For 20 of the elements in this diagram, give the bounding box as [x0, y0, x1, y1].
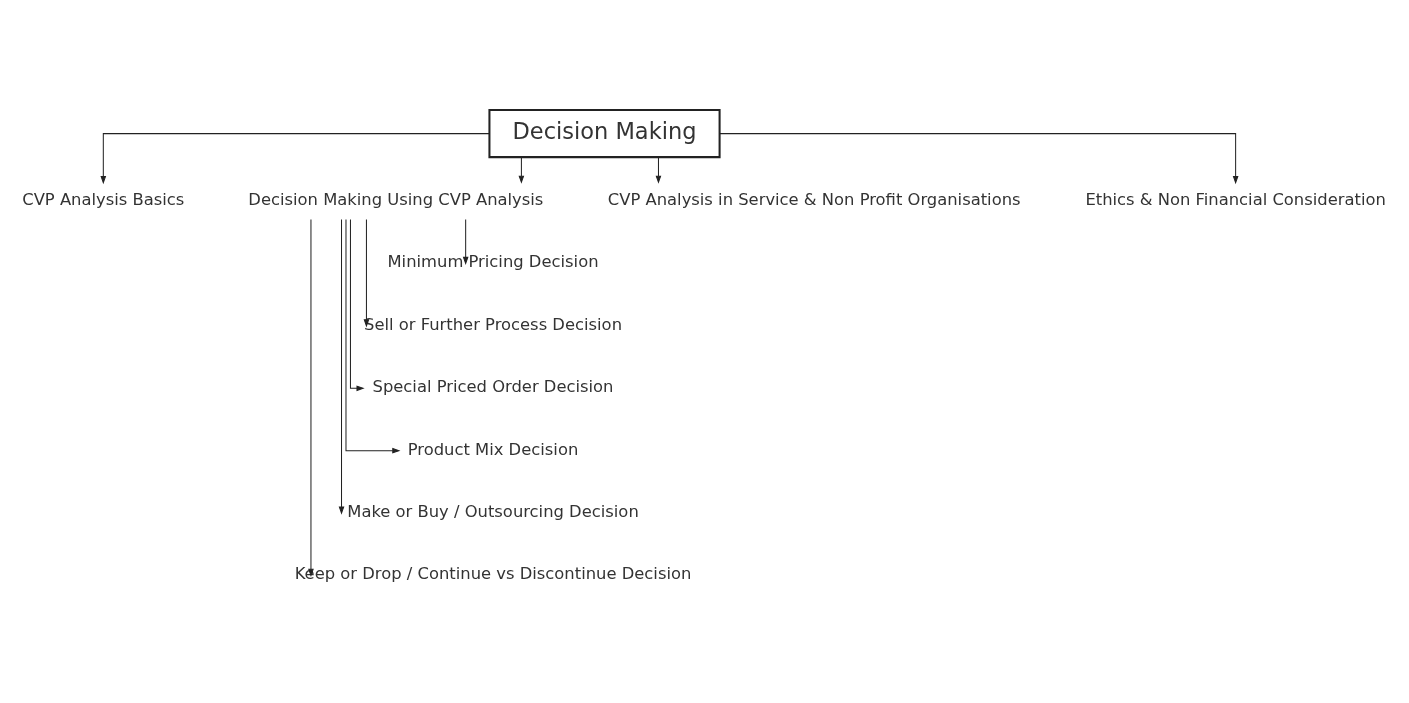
- node-box: Decision Making: [488, 108, 721, 158]
- node-text: Keep or Drop / Continue vs Discontinue Decision: [294, 563, 692, 583]
- arrow: [308, 218, 314, 577]
- node-text: CVP Analysis in Service & Non Profit Organisations: [607, 189, 1021, 209]
- arrow: [100, 132, 490, 184]
- node-text: Decision Making Using CVP Analysis: [248, 189, 544, 209]
- arrow: [518, 156, 525, 184]
- arrow: [719, 132, 1239, 184]
- node-text: CVP Analysis Basics: [22, 189, 185, 209]
- node-text: Special Priced Order Decision: [372, 376, 614, 396]
- arrow: [349, 218, 365, 391]
- arrow: [462, 218, 469, 265]
- arrow: [345, 218, 401, 454]
- node-text: Minimum Pricing Decision: [387, 251, 599, 271]
- node-text: Product Mix Decision: [407, 439, 579, 459]
- node-text: Ethics & Non Financial Consideration: [1085, 189, 1386, 209]
- arrow: [363, 218, 370, 327]
- node-text: Make or Buy / Outsourcing Decision: [347, 501, 639, 521]
- arrow: [655, 156, 662, 184]
- arrow: [338, 218, 345, 515]
